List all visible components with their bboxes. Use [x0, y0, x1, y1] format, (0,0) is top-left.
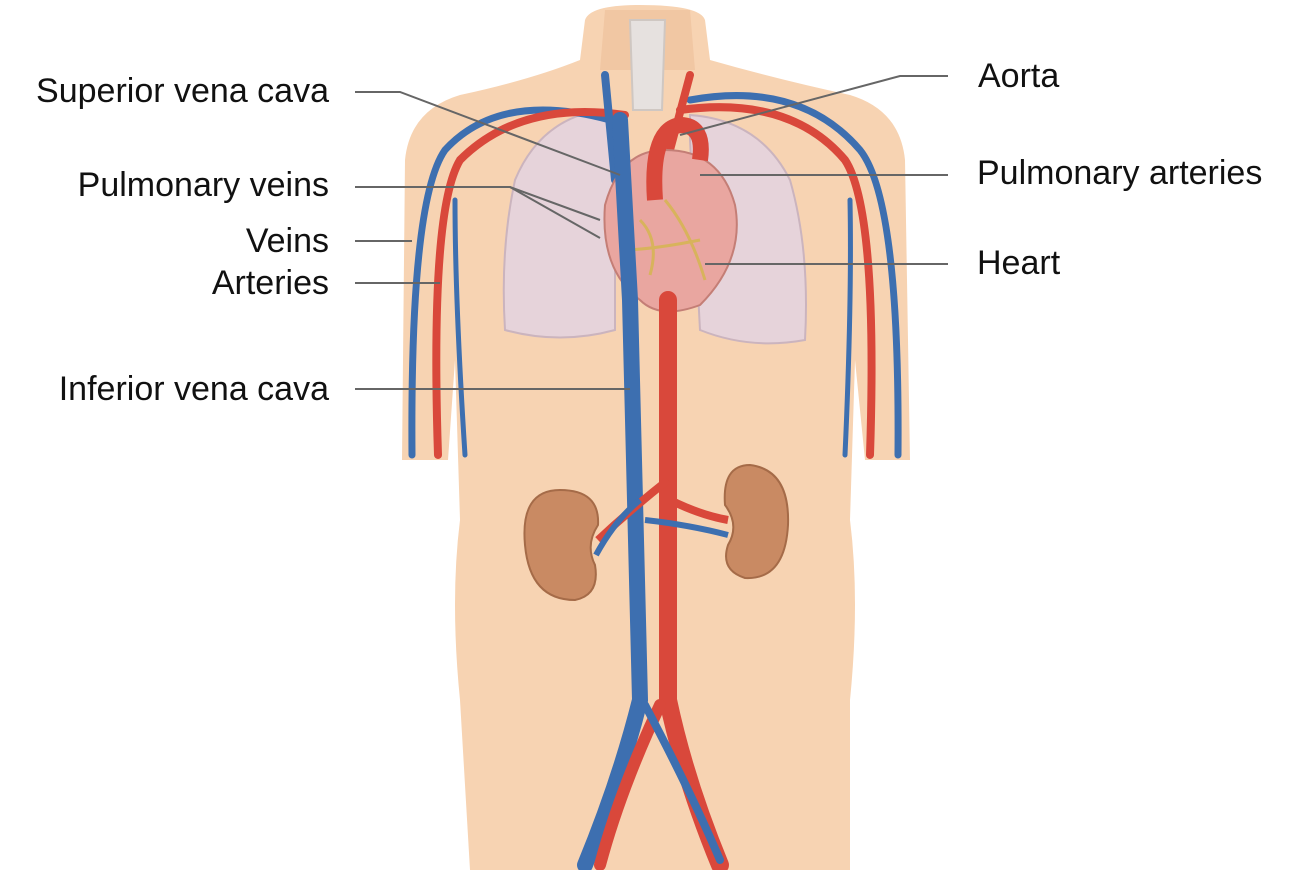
label-superior-vena-cava: Superior vena cava — [36, 74, 329, 108]
label-pulmonary-arteries: Pulmonary arteries — [977, 156, 1262, 190]
label-pulmonary-veins: Pulmonary veins — [78, 168, 329, 202]
right-kidney — [725, 465, 788, 578]
label-veins: Veins — [246, 224, 329, 258]
label-arteries: Arteries — [212, 266, 329, 300]
trachea — [630, 20, 665, 110]
label-aorta: Aorta — [978, 59, 1059, 93]
label-inferior-vena-cava: Inferior vena cava — [59, 372, 329, 406]
label-heart: Heart — [977, 246, 1060, 280]
